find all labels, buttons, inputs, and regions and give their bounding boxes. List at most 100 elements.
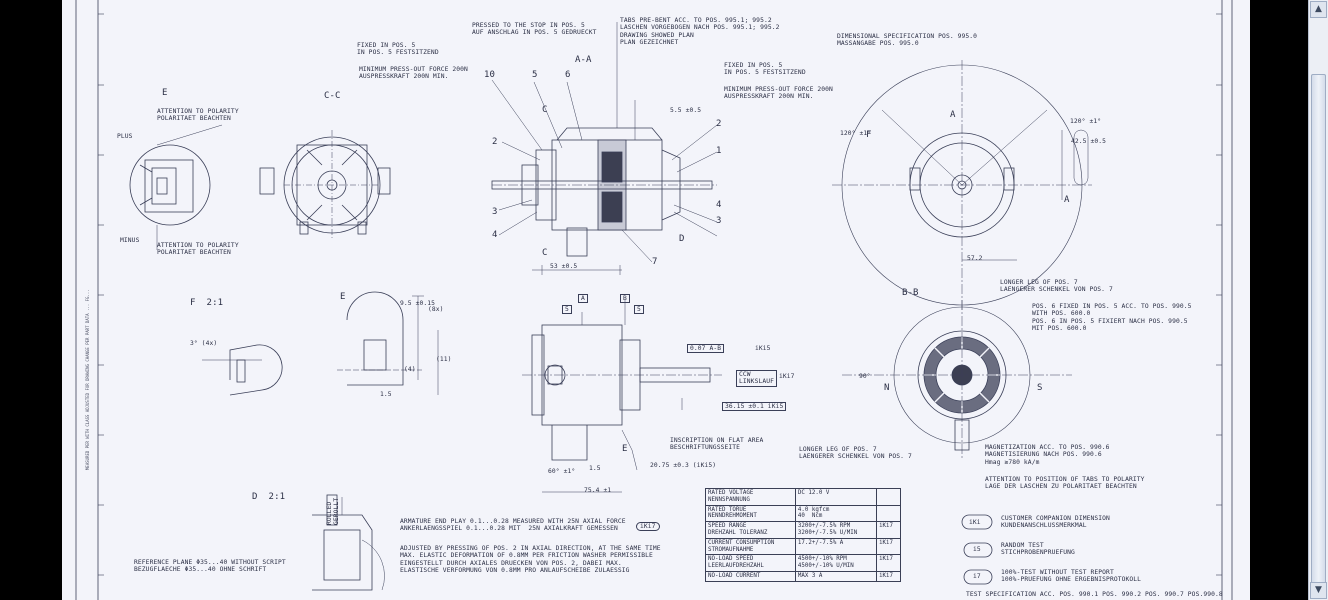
technical-drawing bbox=[75, 0, 1233, 600]
dim-57-2: 57.2 bbox=[967, 255, 983, 262]
table-cell-value: 4500+/-10% RPM 4500+/-10% U/MIN bbox=[794, 554, 878, 572]
table-cell-value: 3200+/-7.5% RPM 3200+/-7.5% U/MIN bbox=[794, 521, 878, 539]
table-cell-label: NO-LOAD CURRENT bbox=[705, 570, 796, 582]
fixed-pos5-right-note: FIXED IN POS. 5 IN POS. 5 FESTSITZEND bbox=[724, 62, 806, 77]
detail-d-label: D 2:1 bbox=[252, 492, 286, 502]
table-cell-value: 4.0 kgfcm 40 Ncm bbox=[794, 504, 878, 523]
rolled-note: ROLLED GEROLLT bbox=[326, 497, 341, 525]
table-cell-label: RATED VOLTAGE NENNSPANNUNG bbox=[705, 488, 796, 506]
legend-i5-text: RANDOM TEST STICHPROBENPRUEFUNG bbox=[1001, 542, 1075, 557]
table-cell-value: DC 12.0 V bbox=[794, 488, 878, 506]
table-row: SPEED RANGE DREHZAHL TOLERANZ 3200+/-7.5… bbox=[705, 521, 901, 539]
dim-1-5-bottom: 1.5 bbox=[589, 465, 601, 472]
pos-2-left: 2 bbox=[492, 137, 498, 147]
dim-11: (11) bbox=[436, 356, 452, 363]
armature-ik: iKi7 bbox=[636, 522, 660, 532]
pos-2-right: 2 bbox=[716, 119, 722, 129]
box-5-right: 5 bbox=[634, 305, 644, 315]
scroll-down-button[interactable]: ▼ bbox=[1310, 582, 1327, 599]
adjusted-note: ADJUSTED BY PRESSING OF POS. 2 IN AXIAL … bbox=[400, 545, 661, 575]
drawing-sheet: ATTENTION TO POLARITY POLARITAET BEACHTE… bbox=[62, 0, 1250, 600]
angle-90: 90° bbox=[859, 373, 871, 380]
polarity-note-bottom: ATTENTION TO POLARITY POLARITAET BEACHTE… bbox=[157, 242, 239, 257]
longer-leg-bottom-note: LONGER LEG OF POS. 7 LAENGERER SCHENKEL … bbox=[799, 446, 912, 461]
detail-f-label: F 2:1 bbox=[190, 298, 224, 308]
press-out-left-note: MINIMUM PRESS-OUT FORCE 200N AUSPRESSKRA… bbox=[359, 66, 468, 81]
section-a-a-label: A-A bbox=[575, 55, 592, 65]
table-cell-value: 17.2+/-7.5% A bbox=[794, 537, 878, 556]
table-cell-label: CURRENT CONSUMPTION STROMAUFNAHME bbox=[705, 537, 796, 556]
magnetization-note: MAGNETIZATION ACC. TO POS. 990.6 MAGNETI… bbox=[985, 444, 1110, 466]
longer-leg-top-note: LONGER LEG OF POS. 7 LAENGERER SCHENKEL … bbox=[1000, 279, 1113, 294]
label-c-bottom: C bbox=[542, 248, 548, 258]
box-5-left: 5 bbox=[562, 305, 572, 315]
side-view-motor bbox=[522, 300, 722, 493]
table-cell-mark: iKi7 bbox=[876, 570, 901, 582]
label-s: S bbox=[1037, 383, 1043, 393]
label-n: N bbox=[884, 383, 890, 393]
pos-1: 1 bbox=[716, 146, 722, 156]
plus-label: PLUS bbox=[117, 133, 133, 140]
table-row: NO-LOAD SPEED LEERLAUFDREHZAHL 4500+/-10… bbox=[705, 554, 901, 572]
legend-iki-text: CUSTOMER COMPANION DIMENSION KUNDENANSCH… bbox=[1001, 515, 1110, 530]
angle-120-left: 120° ±1° bbox=[840, 130, 872, 137]
table-cell-value: MAX 3 A bbox=[794, 570, 878, 582]
legend-i5-symbol: i5 bbox=[973, 546, 981, 553]
section-c-c-label: C-C bbox=[324, 91, 341, 101]
section-a-a-view bbox=[491, 100, 717, 275]
pos-4-left: 4 bbox=[492, 230, 498, 240]
scroll-thumb[interactable] bbox=[1311, 74, 1326, 594]
dim-3-deg: 3° (4x) bbox=[190, 340, 218, 347]
press-out-right-note: MINIMUM PRESS-OUT FORCE 200N AUSPRESSKRA… bbox=[724, 86, 833, 101]
view-e-label: E bbox=[340, 292, 346, 302]
ccw-rotation: CCW LINKSLAUF bbox=[736, 370, 778, 387]
pos-10: 10 bbox=[484, 70, 496, 80]
angle-120-right: 120° ±1° bbox=[1070, 118, 1102, 125]
table-cell-label: RATED TORUE NENNDREHMOMENT bbox=[705, 504, 796, 523]
table-row: RATED TORUE NENNDREHMOMENT 4.0 kgfcm 40 … bbox=[705, 504, 901, 523]
section-c-c-view bbox=[259, 130, 391, 240]
table-cell-mark bbox=[876, 488, 901, 506]
test-spec-note: TEST SPECIFICATION ACC. POS. 990.1 POS. … bbox=[966, 591, 1223, 598]
view-e-top-label: E bbox=[162, 88, 168, 98]
view-e bbox=[337, 291, 439, 395]
rating-table: RATED VOLTAGE NENNSPANNUNG DC 12.0 V RAT… bbox=[705, 488, 901, 582]
table-row: NO-LOAD CURRENT MAX 3 A iKi7 bbox=[705, 570, 901, 582]
tabs-position-note: ATTENTION TO POSITION OF TABS TO POLARIT… bbox=[985, 476, 1145, 491]
pos-6: 6 bbox=[565, 70, 571, 80]
box-b: B bbox=[620, 294, 630, 304]
box-a: A bbox=[578, 294, 588, 304]
flatness-tolerance: 0.07 A-B bbox=[687, 344, 725, 354]
section-b-b-label: B-B bbox=[902, 288, 919, 298]
dim-75-4: 75.4 ±1 bbox=[584, 487, 612, 494]
scroll-up-button[interactable]: ▲ bbox=[1310, 1, 1327, 18]
detail-f bbox=[202, 344, 283, 396]
table-cell-label: NO-LOAD SPEED LEERLAUFDREHZAHL bbox=[705, 554, 796, 572]
dim-1-5-top: 1.5 bbox=[380, 391, 392, 398]
table-cell-mark bbox=[876, 504, 901, 523]
table-cell-label: SPEED RANGE DREHZAHL TOLERANZ bbox=[705, 521, 796, 539]
table-row: CURRENT CONSUMPTION STROMAUFNAHME 17.2+/… bbox=[705, 537, 901, 556]
label-d: D bbox=[679, 234, 685, 244]
frame-ticks bbox=[98, 13, 1222, 576]
dim-5-5: 5.5 ±0.5 bbox=[670, 107, 702, 114]
vertical-scrollbar[interactable]: ▲ ▼ bbox=[1308, 0, 1328, 600]
minus-label: MINUS bbox=[120, 237, 140, 244]
table-cell-mark: iKi7 bbox=[876, 521, 901, 539]
armature-play-note: ARMATURE END PLAY 0.1...0.28 MEASURED WI… bbox=[400, 518, 626, 533]
dim-42-5: 42.5 ±0.5 bbox=[1071, 138, 1107, 145]
dim-8x: (8x) bbox=[428, 306, 444, 313]
dim-4: (4) bbox=[404, 366, 416, 373]
pos-5: 5 bbox=[532, 70, 538, 80]
pos-3-right: 3 bbox=[716, 216, 722, 226]
legend-iki-symbol: iKi bbox=[969, 519, 981, 526]
reference-plane-note: REFERENCE PLANE Φ35...40 WITHOUT SCRIPT … bbox=[134, 559, 286, 574]
label-a-top: A bbox=[950, 110, 956, 120]
legend-symbols bbox=[961, 514, 993, 585]
side-margin-text: MEASURED PER WITH CLASS ADJUSTED FOR DRA… bbox=[85, 289, 90, 470]
section-a-a-leaders bbox=[491, 22, 718, 263]
legend-i7-text: 100%-TEST WITHOUT TEST REPORT 100%-PRUEF… bbox=[1001, 569, 1142, 584]
pos-7: 7 bbox=[652, 257, 658, 267]
dim-20-75: 20.75 ±0.3 (iKi5) bbox=[650, 462, 717, 469]
